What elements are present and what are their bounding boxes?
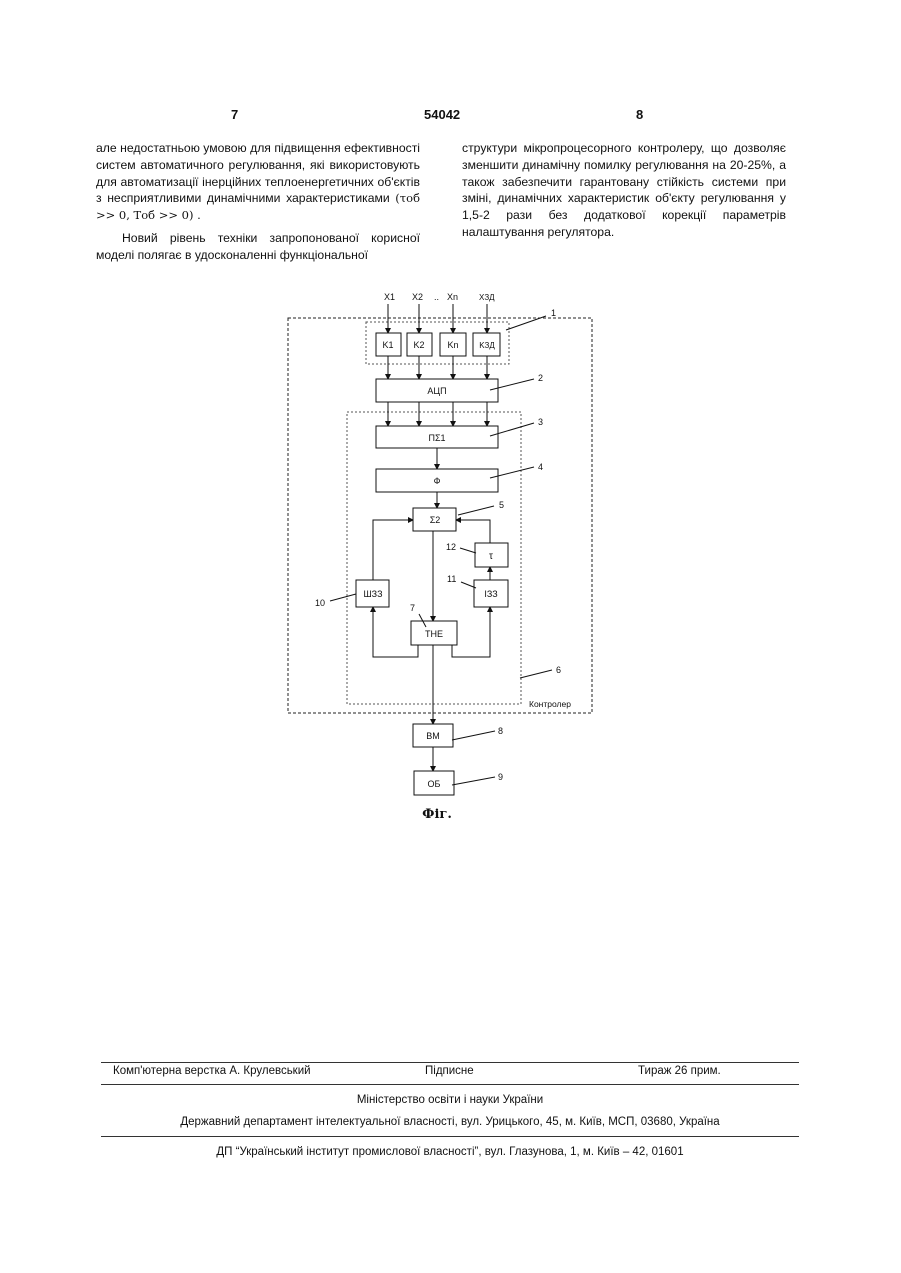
callout-5: 5: [499, 500, 504, 510]
input-xn: Xn: [447, 292, 458, 302]
input-labels: X1 X2 .. Xn XЗД: [384, 292, 495, 302]
label-adc: АЦП: [427, 386, 446, 396]
label-filter: Ф: [434, 476, 441, 486]
circulation: Тираж 26 прим.: [638, 1065, 721, 1077]
label-izz: ІЗЗ: [484, 589, 497, 599]
input-ellipsis: ..: [434, 292, 439, 302]
department: Державний департамент інтелектуальної вл…: [101, 1116, 799, 1128]
callout-3: 3: [538, 417, 543, 427]
label-ps1: ПΣ1: [428, 433, 445, 443]
callout-6: 6: [556, 665, 561, 675]
controller-label: Контролер: [529, 699, 571, 709]
input-xzd: XЗД: [479, 293, 495, 302]
figure-caption: Фіг.: [0, 807, 874, 822]
label-ob: ОБ: [428, 779, 441, 789]
callout-12: 12: [446, 542, 456, 552]
callout-2: 2: [538, 373, 543, 383]
label-k2: K2: [413, 340, 424, 350]
label-shzz: ШЗЗ: [363, 589, 382, 599]
label-kn: Kn: [447, 340, 458, 350]
label-the: ТНЕ: [425, 629, 443, 639]
label-sum2: Σ2: [430, 515, 441, 525]
input-x2: X2: [412, 292, 423, 302]
label-kzd: KЗД: [479, 341, 495, 350]
footer-rule-3: [101, 1136, 799, 1137]
footer-rule-1: [101, 1062, 799, 1063]
input-x1: X1: [384, 292, 395, 302]
layout-credit: Комп'ютерна верстка А. Крулевський: [113, 1065, 311, 1077]
callout-9: 9: [498, 772, 503, 782]
block-diagram: X1 X2 .. Xn XЗД K1 K2 Kn KЗД АЦП ПΣ1 Ф Σ…: [0, 0, 901, 860]
label-k1: K1: [382, 340, 393, 350]
callout-10: 10: [315, 598, 325, 608]
callout-4: 4: [538, 462, 543, 472]
label-tau: τ: [489, 551, 493, 562]
label-vm: ВМ: [426, 731, 440, 741]
signed-label: Підписне: [425, 1065, 474, 1077]
input-arrows: [373, 304, 490, 771]
ministry: Міністерство освіти і науки України: [101, 1094, 799, 1106]
callout-7: 7: [410, 603, 415, 613]
callout-1: 1: [551, 308, 556, 318]
footer-rule-2: [101, 1084, 799, 1085]
callout-8: 8: [498, 726, 503, 736]
callout-11: 11: [447, 574, 456, 584]
institute: ДП “Український інститут промислової вла…: [101, 1146, 799, 1158]
